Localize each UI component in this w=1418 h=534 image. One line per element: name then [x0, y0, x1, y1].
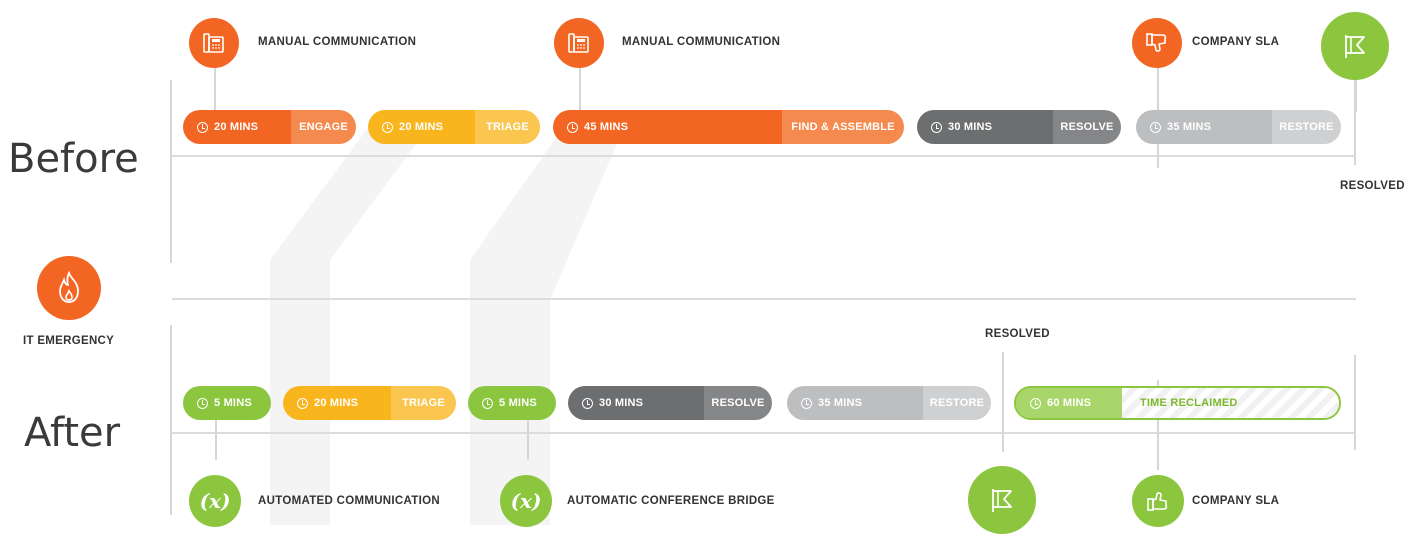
phase-time: 30 MINS	[948, 121, 993, 133]
after-phase-time-reclaimed: 60 MINS TIME RECLAIMED	[1014, 386, 1341, 420]
phase-name: TIME RECLAIMED	[1122, 388, 1339, 418]
phase-time: 30 MINS	[599, 397, 644, 409]
connector-line	[527, 420, 529, 460]
after-left-axis	[170, 325, 172, 515]
connector-line	[579, 60, 581, 112]
flag-icon	[1345, 35, 1365, 58]
divider-line	[172, 298, 1356, 300]
clock-icon	[567, 121, 578, 133]
emergency-label: IT EMERGENCY	[23, 335, 115, 347]
clock-icon	[931, 121, 942, 133]
after-event-badge: (x)	[500, 475, 552, 527]
before-resolved-badge	[1321, 12, 1389, 80]
after-event-badge: (x)	[189, 475, 241, 527]
phase-name: RESTORE	[1272, 110, 1341, 144]
phase-time: 20 MINS	[214, 121, 259, 133]
phase-time: 45 MINS	[584, 121, 629, 133]
phase-time: 5 MINS	[214, 397, 252, 409]
phase-time: 20 MINS	[399, 121, 444, 133]
after-phase-resolve: 30 MINS RESOLVE	[568, 386, 772, 420]
after-phase-restore: 35 MINS RESTORE	[787, 386, 991, 420]
before-label: Before	[8, 136, 139, 182]
before-sla-badge	[1132, 18, 1182, 68]
before-timeline	[172, 155, 1356, 157]
after-resolved-label: RESOLVED	[985, 328, 1050, 340]
phase-time: 35 MINS	[1167, 121, 1212, 133]
after-label: After	[24, 410, 121, 456]
after-resolved-tick	[1002, 352, 1004, 452]
before-end-tick	[1354, 75, 1356, 165]
flame-icon	[59, 271, 79, 303]
before-event-badge	[554, 18, 604, 68]
connector-line	[214, 60, 216, 112]
flag-icon	[992, 489, 1012, 512]
svg-text:(x): (x)	[200, 489, 231, 513]
clock-icon	[197, 397, 208, 409]
phase-time: 60 MINS	[1047, 397, 1092, 409]
after-event-label: AUTOMATIC CONFERENCE BRIDGE	[567, 495, 775, 507]
thumbs-down-icon	[1146, 33, 1167, 52]
after-sla-badge	[1132, 475, 1184, 527]
phase-name: TRIAGE	[391, 386, 456, 420]
clock-icon	[1150, 121, 1161, 133]
before-event-badge	[189, 18, 239, 68]
svg-text:(x): (x)	[511, 489, 542, 513]
after-end-tick	[1354, 355, 1356, 450]
phase-name: RESTORE	[923, 386, 991, 420]
clock-icon	[582, 397, 593, 409]
after-phase-engage: 5 MINS	[183, 386, 271, 420]
before-phase-find-assemble: 45 MINS FIND & ASSEMBLE	[553, 110, 904, 144]
phone-icon	[568, 33, 589, 53]
after-sla-label: COMPANY SLA	[1192, 495, 1280, 507]
clock-icon	[197, 121, 208, 133]
variable-x-icon: (x)	[200, 489, 231, 513]
before-resolved-label: RESOLVED	[1340, 180, 1405, 192]
phase-name: FIND & ASSEMBLE	[782, 110, 904, 144]
variable-x-icon: (x)	[511, 489, 542, 513]
before-phase-triage: 20 MINS TRIAGE	[368, 110, 540, 144]
before-sla-label: COMPANY SLA	[1192, 36, 1280, 48]
phase-time: 20 MINS	[314, 397, 359, 409]
after-event-label: AUTOMATED COMMUNICATION	[258, 495, 440, 507]
clock-icon	[382, 121, 393, 133]
thumbs-up-icon	[1147, 492, 1168, 511]
clock-icon	[801, 397, 812, 409]
before-event-label: MANUAL COMMUNICATION	[622, 36, 781, 48]
connector-line	[1355, 60, 1357, 112]
phase-name: ENGAGE	[291, 110, 356, 144]
phase-time: 35 MINS	[818, 397, 863, 409]
before-phase-resolve: 30 MINS RESOLVE	[917, 110, 1121, 144]
after-resolved-badge	[968, 466, 1036, 534]
phase-time: 5 MINS	[499, 397, 537, 409]
phase-name: RESOLVE	[704, 386, 772, 420]
before-event-label: MANUAL COMMUNICATION	[258, 36, 417, 48]
clock-icon	[1030, 397, 1041, 409]
phase-name: TRIAGE	[475, 110, 540, 144]
before-phase-engage: 20 MINS ENGAGE	[183, 110, 356, 144]
connector-line	[215, 420, 217, 460]
connector-line	[1157, 380, 1159, 470]
clock-icon	[297, 397, 308, 409]
after-phase-triage: 20 MINS TRIAGE	[283, 386, 456, 420]
after-timeline	[172, 432, 1356, 434]
clock-icon	[482, 397, 493, 409]
phase-name: RESOLVE	[1053, 110, 1121, 144]
before-left-axis	[170, 80, 172, 263]
after-phase-assemble: 5 MINS	[468, 386, 556, 420]
before-phase-restore: 35 MINS RESTORE	[1136, 110, 1341, 144]
emergency-badge	[37, 256, 101, 320]
phone-icon	[203, 33, 224, 53]
